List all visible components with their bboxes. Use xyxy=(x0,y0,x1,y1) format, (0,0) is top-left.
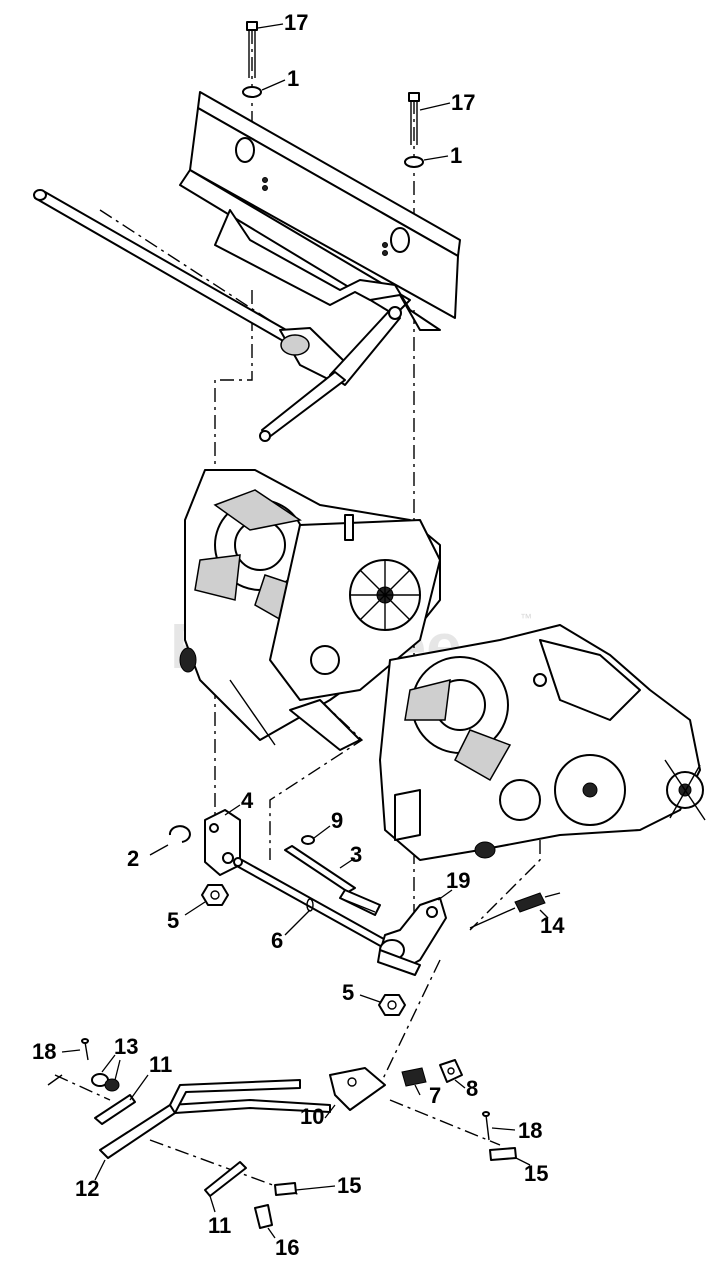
nut-9 xyxy=(301,835,315,845)
pin-18-left xyxy=(81,1038,89,1061)
callout-16: 16 xyxy=(275,1235,299,1260)
cotter-pin-left xyxy=(47,1074,63,1086)
callout-18: 18 xyxy=(32,1039,56,1064)
washers-13 xyxy=(91,1073,120,1092)
callout-17: 17 xyxy=(451,90,475,115)
nut-5-upper xyxy=(201,884,229,906)
washer-1-left xyxy=(242,86,262,98)
pin-15-right xyxy=(489,1147,517,1161)
nut-8 xyxy=(439,1059,463,1083)
callout-9: 9 xyxy=(331,808,343,833)
callout-8: 8 xyxy=(466,1076,478,1101)
callout-4: 4 xyxy=(241,788,254,813)
callout-1: 1 xyxy=(450,143,462,168)
washer-1-right xyxy=(404,156,424,168)
rod-3 xyxy=(284,845,381,916)
callout-11: 11 xyxy=(149,1052,172,1077)
bolt-17-left xyxy=(246,21,258,78)
mounting-bracket xyxy=(179,91,461,331)
arm-19 xyxy=(377,897,447,976)
bracket-10 xyxy=(329,1067,386,1111)
callout-10: 10 xyxy=(300,1104,324,1129)
nut-5-lower xyxy=(378,994,406,1016)
bushing-16 xyxy=(254,1204,273,1229)
callout-19: 19 xyxy=(446,868,470,893)
watermark-trademark: ™ xyxy=(520,611,532,625)
callout-1: 1 xyxy=(287,66,299,91)
callout-11: 11 xyxy=(208,1213,231,1238)
control-shaft xyxy=(33,189,402,442)
transaxle-right xyxy=(379,624,706,861)
callout-labels: 17 1 17 1 4 2 9 3 5 6 19 14 5 18 13 11 1… xyxy=(32,10,565,1260)
transaxle-left xyxy=(179,469,441,751)
callout-17: 17 xyxy=(284,10,308,35)
callout-6: 6 xyxy=(271,928,283,953)
rod-12 xyxy=(99,1079,331,1159)
callout-12: 12 xyxy=(75,1176,99,1201)
bolt-17-right xyxy=(408,92,420,145)
link-11-lower xyxy=(204,1161,247,1197)
callout-13: 13 xyxy=(114,1034,138,1059)
callout-14: 14 xyxy=(540,913,565,938)
pin-15-left xyxy=(274,1182,297,1196)
callout-5: 5 xyxy=(342,980,354,1005)
callout-15: 15 xyxy=(337,1173,361,1198)
callout-15: 15 xyxy=(524,1161,548,1186)
pin-18-right xyxy=(482,1111,490,1141)
leader-lines xyxy=(61,23,549,1239)
callout-7: 7 xyxy=(429,1083,441,1108)
spring-7 xyxy=(401,1067,427,1087)
callout-3: 3 xyxy=(350,842,362,867)
spring-14 xyxy=(469,892,561,929)
link-11-upper xyxy=(94,1094,136,1125)
callout-2: 2 xyxy=(127,846,139,871)
callout-18: 18 xyxy=(518,1118,542,1143)
clip-2 xyxy=(168,825,191,843)
callout-5: 5 xyxy=(167,908,179,933)
